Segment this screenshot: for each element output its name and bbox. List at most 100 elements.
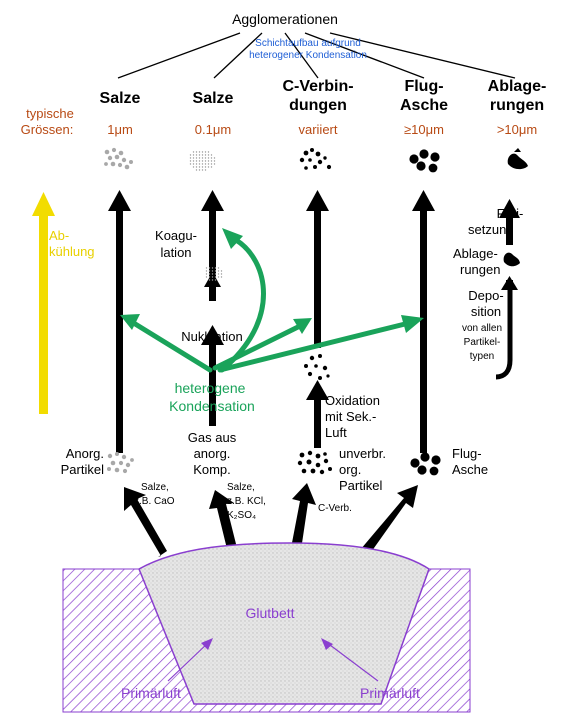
- fine-particle: [195, 157, 198, 159]
- fine-particle: [210, 157, 213, 159]
- fine-particle: [207, 163, 210, 165]
- fine-particle: [217, 270, 220, 272]
- fine-particle: [211, 267, 214, 269]
- fine-particle: [220, 276, 223, 278]
- fine-particle: [198, 154, 201, 156]
- fine-particle: [192, 166, 195, 168]
- fine-particle: [208, 279, 211, 281]
- fine-particle: [189, 160, 192, 162]
- fine-particle: [220, 273, 223, 275]
- fine-particle: [210, 166, 213, 168]
- hetero-label-line1: heterogene: [175, 380, 246, 396]
- col4-size: ≥10μm: [404, 122, 444, 137]
- fine-particle: [189, 157, 192, 159]
- primary-air-arrows: [167, 641, 379, 682]
- primaerluft-left: Primärluft: [121, 685, 181, 701]
- fine-particle: [189, 154, 192, 156]
- fine-particle: [192, 157, 195, 159]
- koagulation-line1: Koagu-: [155, 228, 197, 243]
- gas-line1: Gas aus: [188, 430, 237, 445]
- fine-particle: [208, 273, 211, 275]
- fine-particle: [211, 276, 214, 278]
- col2-title: Salze: [193, 90, 234, 107]
- fine-particle: [214, 267, 217, 269]
- particles-flugasche-bottom: [410, 452, 441, 476]
- fine-particle: [207, 160, 210, 162]
- fine-particle: [204, 169, 207, 171]
- sizes-label-line2: Grössen:: [21, 122, 74, 137]
- fine-particle: [189, 163, 192, 165]
- primary-air-heads: [201, 638, 333, 650]
- fine-particle: [207, 157, 210, 159]
- primaerluft-right: Primärluft: [360, 685, 420, 701]
- nukleation-label: Nukleation: [181, 329, 242, 344]
- col4-title-line2: Asche: [400, 97, 448, 114]
- fine-particle: [214, 273, 217, 275]
- fine-particle: [214, 279, 217, 281]
- particles-c-mid: [304, 354, 330, 380]
- fine-particle: [211, 279, 214, 281]
- fine-particle: [204, 151, 207, 153]
- oxidation-line2: mit Sek.-: [325, 409, 376, 424]
- agglomeration-title: Agglomerationen: [232, 11, 338, 27]
- col5-title-line2: rungen: [490, 97, 544, 114]
- oxidation-line3: Luft: [325, 425, 347, 440]
- grate-bed-ember: [138, 542, 430, 705]
- fine-particle: [195, 160, 198, 162]
- fine-particle: [198, 166, 201, 168]
- gas-line2: anorg.: [194, 446, 231, 461]
- unverbr-line2: org.: [339, 462, 361, 477]
- fine-particle: [201, 163, 204, 165]
- deposition-curve: [495, 288, 513, 380]
- salze-small2-line1: Salze,: [227, 482, 255, 493]
- fine-particle: [205, 267, 208, 269]
- fine-particle: [204, 157, 207, 159]
- salze-small1-line1: Salze,: [141, 482, 169, 493]
- particles-unverbr-bottom: [297, 450, 332, 475]
- particles-ablagerungen: [507, 148, 528, 170]
- ablagerungen-line1: Ablage-: [453, 246, 498, 261]
- cooling-label-line1: Ab-: [49, 228, 69, 243]
- fine-particle: [217, 273, 220, 275]
- hetero-condensation-arrows: [129, 237, 408, 373]
- gas-line3: Komp.: [193, 462, 231, 477]
- fine-particle: [205, 270, 208, 272]
- deposit-small-icon: [503, 252, 520, 267]
- col3-title-line1: C-Verbin-: [282, 78, 353, 95]
- fine-particle: [204, 163, 207, 165]
- fine-particle: [201, 160, 204, 162]
- hetero-label-line2: Kondensation: [169, 398, 255, 414]
- fine-particle: [207, 166, 210, 168]
- deposition-small-3: typen: [470, 351, 494, 362]
- fine-particle: [198, 160, 201, 162]
- fine-particle: [210, 154, 213, 156]
- fine-particle: [198, 157, 201, 159]
- col5-size: >10μm: [497, 122, 537, 137]
- fine-particle: [217, 276, 220, 278]
- freisetzung-line1: Frei-: [497, 206, 524, 221]
- fine-particle: [198, 163, 201, 165]
- col2-size: 0.1μm: [195, 122, 231, 137]
- cooling-arrow: [32, 192, 55, 414]
- col3-title-line2: dungen: [289, 97, 347, 114]
- layer-note-line2: heterogener Kondensation: [249, 50, 367, 61]
- fine-particle: [211, 273, 214, 275]
- fine-particle: [207, 154, 210, 156]
- cverb-small: C-Verb.: [318, 503, 352, 514]
- fine-particle: [192, 160, 195, 162]
- particles-c-verbindungen: [299, 148, 332, 170]
- fine-particle: [195, 151, 198, 153]
- fine-particle: [205, 273, 208, 275]
- col1-title: Salze: [100, 90, 141, 107]
- fine-particle: [201, 166, 204, 168]
- salze-small2-line3: K₂SO₄: [227, 510, 256, 521]
- col4-title-line1: Flug-: [404, 78, 443, 95]
- salze-small1-line2: z.B. CaO: [134, 496, 175, 507]
- fine-particle: [201, 169, 204, 171]
- deposition-small-1: von allen: [462, 323, 502, 334]
- fine-particle: [195, 169, 198, 171]
- fine-particle: [214, 276, 217, 278]
- bed-arrows: [124, 483, 418, 562]
- unverbr-line1: unverbr.: [339, 446, 386, 461]
